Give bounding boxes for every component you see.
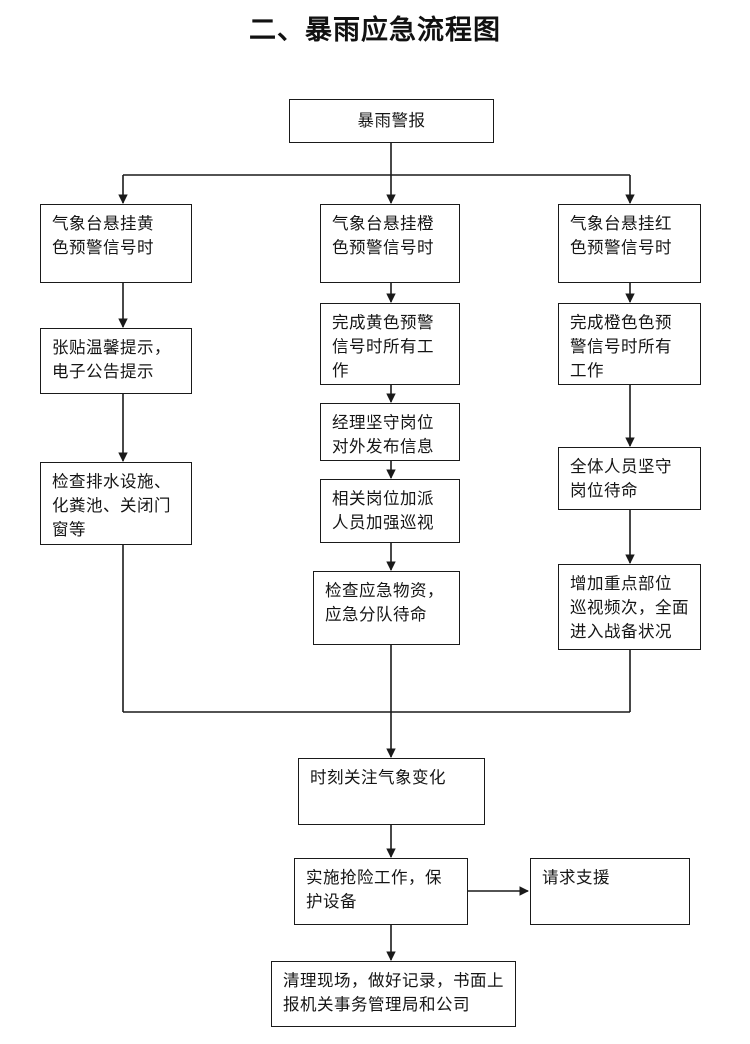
node-watch-weather[interactable]: 时刻关注气象变化 [298, 758, 485, 825]
node-manager-post[interactable]: 经理坚守岗位 对外发布信息 [320, 403, 460, 461]
node-yellow-alert[interactable]: 气象台悬挂黄 色预警信号时 [40, 204, 192, 283]
node-increase-patrol[interactable]: 增加重点部位 巡视频次，全面 进入战备状况 [558, 564, 701, 650]
node-watch-weather-label: 时刻关注气象变化 [310, 768, 446, 787]
node-orange-alert[interactable]: 气象台悬挂橙 色预警信号时 [320, 204, 460, 283]
node-cleanup-report[interactable]: 清理现场，做好记录，书面上 报机关事务管理局和公司 [271, 961, 516, 1027]
node-request-support-label: 请求支援 [542, 868, 610, 887]
node-add-patrol-staff-label: 相关岗位加派 人员加强巡视 [332, 489, 434, 532]
node-request-support[interactable]: 请求支援 [530, 858, 690, 925]
node-finish-yellow-work-label: 完成黄色预警 信号时所有工 作 [332, 313, 434, 380]
node-manager-post-label: 经理坚守岗位 对外发布信息 [332, 413, 434, 456]
node-increase-patrol-label: 增加重点部位 巡视频次，全面 进入战备状况 [570, 574, 689, 641]
node-post-notice[interactable]: 张贴温馨提示， 电子公告提示 [40, 328, 192, 394]
node-red-alert[interactable]: 气象台悬挂红 色预警信号时 [558, 204, 701, 283]
node-check-supplies[interactable]: 检查应急物资， 应急分队待命 [313, 571, 460, 645]
node-rescue-work[interactable]: 实施抢险工作，保 护设备 [294, 858, 468, 925]
node-all-staff-standby-label: 全体人员坚守 岗位待命 [570, 457, 672, 500]
node-check-drainage-label: 检查排水设施、 化粪池、关闭门 窗等 [52, 472, 171, 539]
node-finish-orange-work[interactable]: 完成橙色色预 警信号时所有 工作 [558, 303, 701, 385]
node-cleanup-report-label: 清理现场，做好记录，书面上 报机关事务管理局和公司 [283, 971, 504, 1014]
node-add-patrol-staff[interactable]: 相关岗位加派 人员加强巡视 [320, 479, 460, 543]
node-all-staff-standby[interactable]: 全体人员坚守 岗位待命 [558, 447, 701, 510]
node-start[interactable]: 暴雨警报 [289, 99, 494, 143]
node-orange-alert-label: 气象台悬挂橙 色预警信号时 [332, 214, 434, 257]
node-rescue-work-label: 实施抢险工作，保 护设备 [306, 868, 442, 911]
node-check-drainage[interactable]: 检查排水设施、 化粪池、关闭门 窗等 [40, 462, 192, 545]
node-post-notice-label: 张贴温馨提示， 电子公告提示 [52, 338, 171, 381]
page-title: 二、暴雨应急流程图 [249, 15, 501, 45]
node-yellow-alert-label: 气象台悬挂黄 色预警信号时 [52, 214, 154, 257]
node-red-alert-label: 气象台悬挂红 色预警信号时 [570, 214, 672, 257]
node-start-label: 暴雨警报 [357, 111, 426, 131]
node-finish-yellow-work[interactable]: 完成黄色预警 信号时所有工 作 [320, 303, 460, 385]
node-finish-orange-work-label: 完成橙色色预 警信号时所有 工作 [570, 313, 672, 380]
node-check-supplies-label: 检查应急物资， 应急分队待命 [325, 581, 444, 624]
